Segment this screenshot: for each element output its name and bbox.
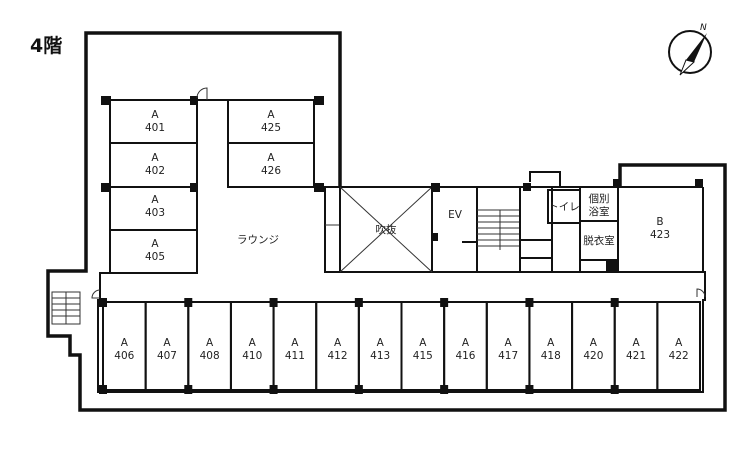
room-type: A — [151, 109, 159, 121]
room-type: A — [675, 337, 683, 349]
room-number: 405 — [145, 251, 165, 263]
room-number: 416 — [455, 350, 475, 362]
room-type: A — [419, 337, 427, 349]
compass-label: N — [700, 23, 707, 33]
room-type: A — [249, 337, 257, 349]
north-compass-icon: N — [668, 23, 712, 76]
column — [440, 385, 449, 394]
room-number: 406 — [114, 350, 134, 362]
outer-wall — [46, 31, 727, 412]
room-number: 421 — [626, 350, 646, 362]
room-number: 403 — [145, 207, 165, 219]
room-number: 401 — [145, 122, 165, 134]
room-number: 415 — [413, 350, 433, 362]
column — [184, 298, 193, 307]
column — [99, 385, 107, 394]
elevator-label: EV — [448, 209, 463, 221]
room-422 — [656, 301, 701, 391]
room-number: 426 — [261, 165, 281, 177]
room-type: A — [590, 337, 598, 349]
room-number: 418 — [541, 350, 561, 362]
bath-label: 浴室 — [589, 205, 610, 218]
column — [610, 298, 619, 307]
column — [354, 385, 363, 394]
room-number: 425 — [261, 122, 281, 134]
room-type: A — [151, 194, 159, 206]
room-number: 407 — [157, 350, 177, 362]
lounge-label: ラウンジ — [237, 234, 279, 246]
column — [610, 385, 619, 394]
room-type: A — [291, 337, 299, 349]
room-type: A — [267, 109, 275, 121]
room-type: A — [334, 337, 342, 349]
room-number: 412 — [328, 350, 348, 362]
column — [525, 385, 534, 394]
room-type: A — [151, 152, 159, 164]
atrium — [339, 186, 433, 273]
building-wall — [97, 271, 706, 393]
door-icon — [196, 87, 208, 100]
atrium-label: 吹抜 — [376, 223, 397, 236]
room-number: 411 — [285, 350, 305, 362]
room-type: A — [505, 337, 513, 349]
room-type: A — [163, 337, 171, 349]
room-type: A — [547, 337, 555, 349]
room-number: 422 — [669, 350, 689, 362]
room-type: A — [121, 337, 129, 349]
room-number: 423 — [650, 229, 670, 241]
staircase — [476, 186, 521, 273]
room-type: B — [656, 216, 663, 228]
column — [525, 298, 534, 307]
room-number: 413 — [370, 350, 390, 362]
room-type: A — [151, 238, 159, 250]
column — [269, 298, 278, 307]
bath-label: 個別 — [589, 192, 610, 205]
left-stair — [51, 291, 81, 325]
room-number: 420 — [583, 350, 603, 362]
column — [184, 385, 193, 394]
floor-label: 4階 — [30, 35, 62, 57]
room-type: A — [377, 337, 385, 349]
column — [354, 298, 363, 307]
column — [269, 385, 278, 394]
room-number: 408 — [200, 350, 220, 362]
column — [440, 298, 449, 307]
room-type: A — [206, 337, 214, 349]
dressing-room-label: 脱衣室 — [583, 234, 615, 247]
room-number: 410 — [242, 350, 262, 362]
room-type: A — [632, 337, 640, 349]
toilet-label: トイレ — [548, 201, 580, 213]
room-number: 402 — [145, 165, 165, 177]
room-type: A — [267, 152, 275, 164]
room-type: A — [462, 337, 470, 349]
column — [99, 298, 107, 307]
room-number: 417 — [498, 350, 518, 362]
